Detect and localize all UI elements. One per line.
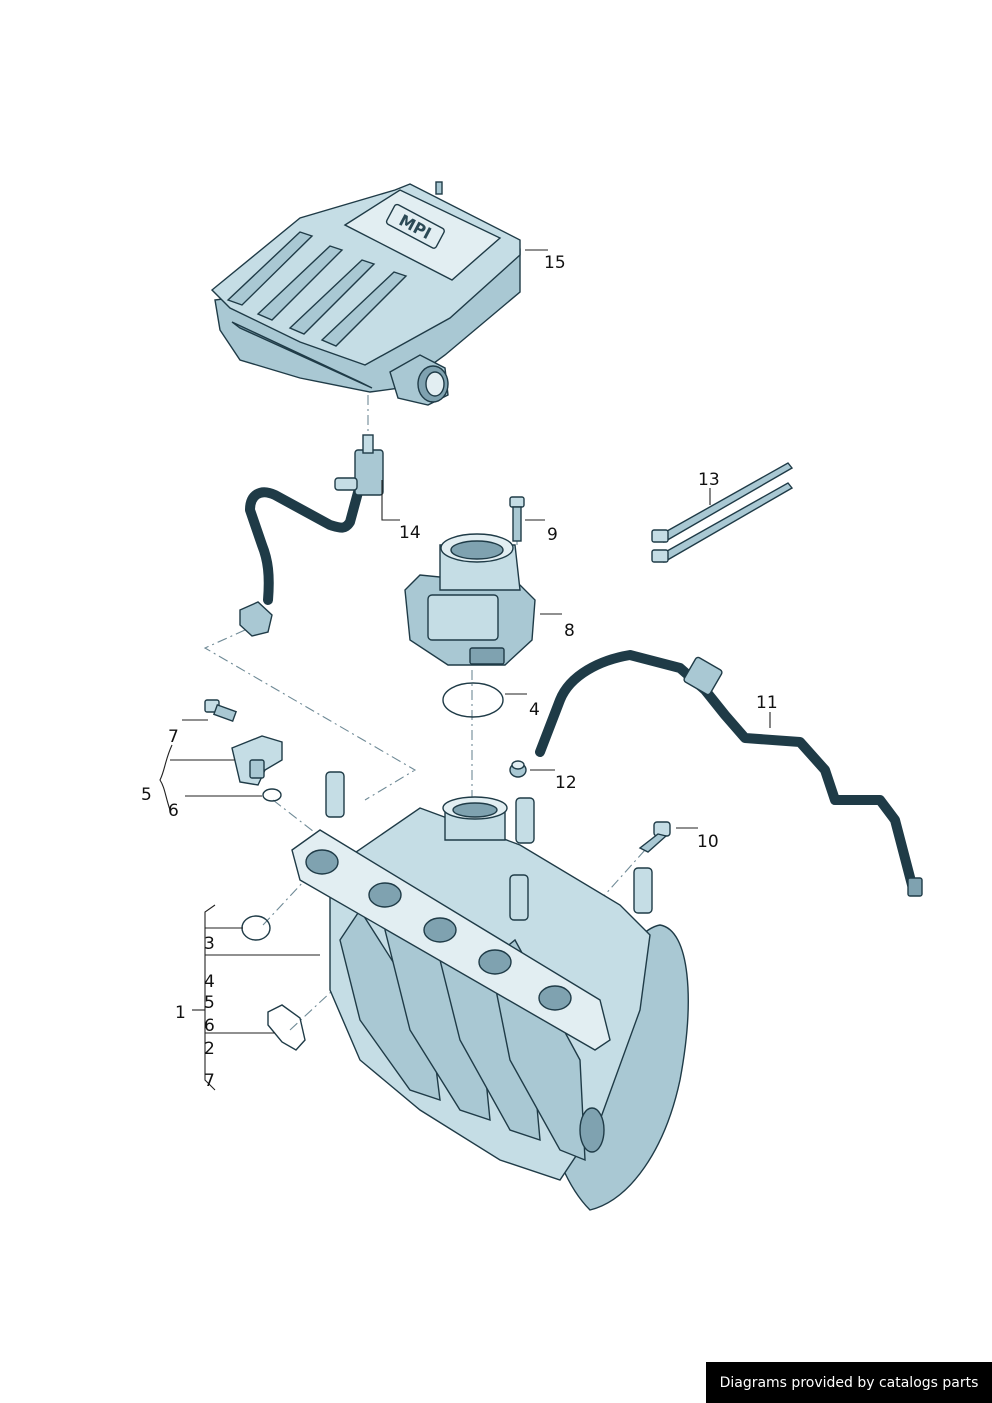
callout-5-sensor: 5 <box>141 785 152 805</box>
callout-11: 11 <box>756 693 778 713</box>
callout-13: 13 <box>698 470 720 490</box>
cable-ties <box>651 462 794 563</box>
callout-3: 3 <box>204 934 215 954</box>
throttle-bolt <box>509 496 525 542</box>
callout-8: 8 <box>564 621 575 641</box>
manifold-bolt <box>638 821 671 853</box>
air-filter-housing: MPI <box>210 181 521 406</box>
connector-line <box>289 964 361 1031</box>
plug-12 <box>509 760 527 778</box>
callout-4-manifold: 4 <box>204 972 215 992</box>
leader-lines <box>159 249 771 1091</box>
callout-1: 1 <box>175 1003 186 1023</box>
callout-10: 10 <box>697 832 719 852</box>
connector-line <box>203 629 417 801</box>
vacuum-hose <box>535 650 923 897</box>
callout-15: 15 <box>544 253 566 273</box>
callout-7-sensor: 7 <box>168 727 179 747</box>
callout-9: 9 <box>547 525 558 545</box>
manifold-o-ring <box>241 915 271 941</box>
breather-hose <box>239 434 384 637</box>
connector-line <box>272 799 319 836</box>
footer-credit: Diagrams provided by catalogs parts <box>706 1362 992 1403</box>
throttle-body <box>404 533 536 666</box>
intake-manifold <box>291 771 689 1211</box>
callout-6-sensor: 6 <box>168 801 179 821</box>
callout-12: 12 <box>555 773 577 793</box>
intake-sensor <box>204 699 283 802</box>
connector-line <box>262 879 306 926</box>
footer-credit-text: Diagrams provided by catalogs parts <box>719 1374 979 1391</box>
callout-14: 14 <box>399 523 421 543</box>
manifold-gasket <box>267 1004 306 1051</box>
callout-5-manifold: 5 <box>204 993 215 1013</box>
callout-6-manifold: 6 <box>204 1016 215 1036</box>
callout-4: 4 <box>529 700 540 720</box>
callout-7-manifold: 7 <box>204 1071 215 1091</box>
callout-2: 2 <box>204 1039 215 1059</box>
throttle-gasket-ring <box>442 682 504 718</box>
